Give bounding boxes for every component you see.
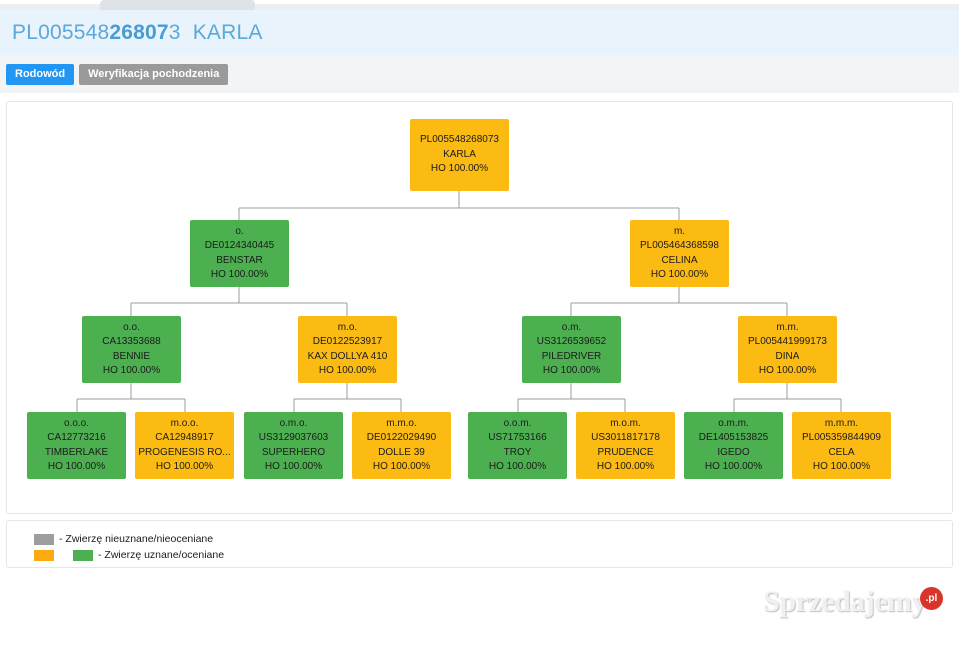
node-name: KAX DOLLYA 410 <box>307 350 388 362</box>
pedigree-tree: PL005548268073 KARLA HO 100.00% o. DE012… <box>0 101 959 514</box>
node-name: CELINA <box>661 254 698 266</box>
watermark: Sprzedajemy .pl <box>763 585 943 619</box>
node-name: SUPERHERO <box>261 446 326 458</box>
node-relation: o.m.m. <box>718 417 749 429</box>
legend-swatch-orange <box>34 549 54 561</box>
node-name: TIMBERLAKE <box>44 446 109 458</box>
node-breed: HO 100.00% <box>318 365 377 376</box>
node-id: US71753166 <box>488 432 547 443</box>
node-relation: o.o.o. <box>63 417 90 429</box>
node-relation: m.m.o. <box>386 417 417 429</box>
node-breed: HO 100.00% <box>542 365 601 376</box>
page-title: PL005548268073 KARLA <box>12 21 263 45</box>
node-id: DE1405153825 <box>698 432 769 443</box>
node-name: KARLA <box>443 148 476 160</box>
node-id: CA12948917 <box>155 432 214 443</box>
legend-swatch-green <box>73 549 93 561</box>
node-relation: m.o. <box>337 321 358 333</box>
node-breed: HO 100.00% <box>264 461 323 472</box>
node-relation: m.m.m. <box>824 417 859 429</box>
node-id: DE0122523917 <box>312 336 383 347</box>
node-id: CA12773216 <box>47 432 106 443</box>
legend-label-recognized: - Zwierzę uznane/oceniane <box>98 549 225 561</box>
node-relation: m.m. <box>776 321 799 333</box>
page-title-bar: PL005548268073 KARLA <box>0 10 959 55</box>
node-name: PROGENESIS RO... <box>138 446 231 458</box>
node-name: DOLLE 39 <box>378 446 425 458</box>
node-name: TROY <box>503 446 532 458</box>
node-name: PRUDENCE <box>597 446 654 458</box>
pedigree-node-mother[interactable]: m. PL005464368598 CELINA HO 100.00% <box>630 220 729 287</box>
node-breed: HO 100.00% <box>210 269 269 280</box>
pedigree-node-omo[interactable]: o.m.o. US3129037603 SUPERHERO HO 100.00% <box>244 412 343 479</box>
node-breed: HO 100.00% <box>596 461 655 472</box>
node-breed: HO 100.00% <box>650 269 709 280</box>
pedigree-node-moo[interactable]: m.o.o. CA12948917 PROGENESIS RO... HO 10… <box>135 412 234 479</box>
node-name: IGEDO <box>717 446 750 458</box>
node-breed: HO 100.00% <box>155 461 214 472</box>
pedigree-node-omm[interactable]: o.m.m. DE1405153825 IGEDO HO 100.00% <box>684 412 783 479</box>
tab-bar: Rodowód Weryfikacja pochodzenia <box>0 55 959 93</box>
node-relation: m.o.m. <box>610 417 641 429</box>
legend-panel: - Zwierzę nieuznane/nieoceniane - Zwierz… <box>6 520 953 568</box>
pedigree-node-mom[interactable]: m.o.m. US3011817178 PRUDENCE HO 100.00% <box>576 412 675 479</box>
node-id: PL005548268073 <box>420 134 499 146</box>
tab-rodowod[interactable]: Rodowód <box>6 63 75 85</box>
pedigree-node-ooo[interactable]: o.o.o. CA12773216 TIMBERLAKE HO 100.00% <box>27 412 126 479</box>
node-breed: HO 100.00% <box>704 461 763 472</box>
node-id: PL005359844909 <box>802 432 881 443</box>
node-id: DE0122029490 <box>366 432 437 443</box>
pedigree-node-oom[interactable]: o.o.m. US71753166 TROY HO 100.00% <box>468 412 567 479</box>
node-name: CELA <box>828 446 855 458</box>
tree-connectors <box>76 191 842 412</box>
node-relation: o. <box>235 225 244 237</box>
pedigree-node-father[interactable]: o. DE0124340445 BENSTAR HO 100.00% <box>190 220 289 287</box>
chrome-strip-left <box>0 4 100 10</box>
node-relation: m.o.o. <box>170 417 199 429</box>
node-relation: o.m.o. <box>279 417 308 429</box>
legend-row-unrecognized: - Zwierzę nieuznane/nieoceniane <box>34 533 213 545</box>
legend-label-unrecognized: - Zwierzę nieuznane/nieoceniane <box>59 533 214 545</box>
node-name: BENSTAR <box>216 254 263 266</box>
node-id: DE0124340445 <box>204 240 275 251</box>
chrome-strip-right <box>255 4 959 10</box>
node-breed: HO 100.00% <box>102 365 161 376</box>
node-relation: m. <box>673 225 686 237</box>
pedigree-node-mo[interactable]: m.o. DE0122523917 KAX DOLLYA 410 HO 100.… <box>298 316 397 383</box>
pedigree-node-root[interactable]: PL005548268073 KARLA HO 100.00% <box>410 119 509 191</box>
node-relation: o.m. <box>561 321 582 333</box>
node-id: US3011817178 <box>591 432 660 443</box>
node-name: BENNIE <box>112 350 151 362</box>
node-name: PILEDRIVER <box>541 350 602 362</box>
node-breed: HO 100.00% <box>47 461 106 472</box>
tab-weryfikacja-pochodzenia[interactable]: Weryfikacja pochodzenia <box>79 63 229 85</box>
node-breed: HO 100.00% <box>430 163 489 175</box>
node-id: US3126539652 <box>536 336 607 347</box>
pedigree-node-mmm[interactable]: m.m.m. PL005359844909 CELA HO 100.00% <box>792 412 891 479</box>
page-title-prefix: PL005548 <box>12 20 110 44</box>
legend-swatch-gray <box>34 533 54 545</box>
node-id: US3129037603 <box>258 432 329 443</box>
legend-row-recognized: - Zwierzę uznane/oceniane <box>34 549 224 561</box>
node-relation: o.o. <box>123 321 140 333</box>
page-title-suffix: 3 KARLA <box>168 20 263 44</box>
node-name: DINA <box>775 350 800 362</box>
chrome-tab-stub <box>100 0 255 10</box>
pedigree-node-oo[interactable]: o.o. CA13353688 BENNIE HO 100.00% <box>82 316 181 383</box>
node-relation: o.o.m. <box>503 417 532 429</box>
node-breed: HO 100.00% <box>488 461 547 472</box>
browser-chrome-strip <box>0 0 959 10</box>
node-id: PL005441999173 <box>748 336 827 347</box>
page-title-bold: 26807 <box>109 20 169 44</box>
node-id: CA13353688 <box>102 336 161 347</box>
pedigree-node-om[interactable]: o.m. US3126539652 PILEDRIVER HO 100.00% <box>522 316 621 383</box>
node-id: PL005464368598 <box>640 240 719 251</box>
watermark-pl-badge: .pl <box>920 587 943 610</box>
node-breed: HO 100.00% <box>812 461 871 472</box>
pedigree-node-mmo[interactable]: m.m.o. DE0122029490 DOLLE 39 HO 100.00% <box>352 412 451 479</box>
node-breed: HO 100.00% <box>758 365 817 376</box>
watermark-text: Sprzedajemy <box>763 585 926 618</box>
node-breed: HO 100.00% <box>372 461 431 472</box>
pedigree-node-mm[interactable]: m.m. PL005441999173 DINA HO 100.00% <box>738 316 837 383</box>
